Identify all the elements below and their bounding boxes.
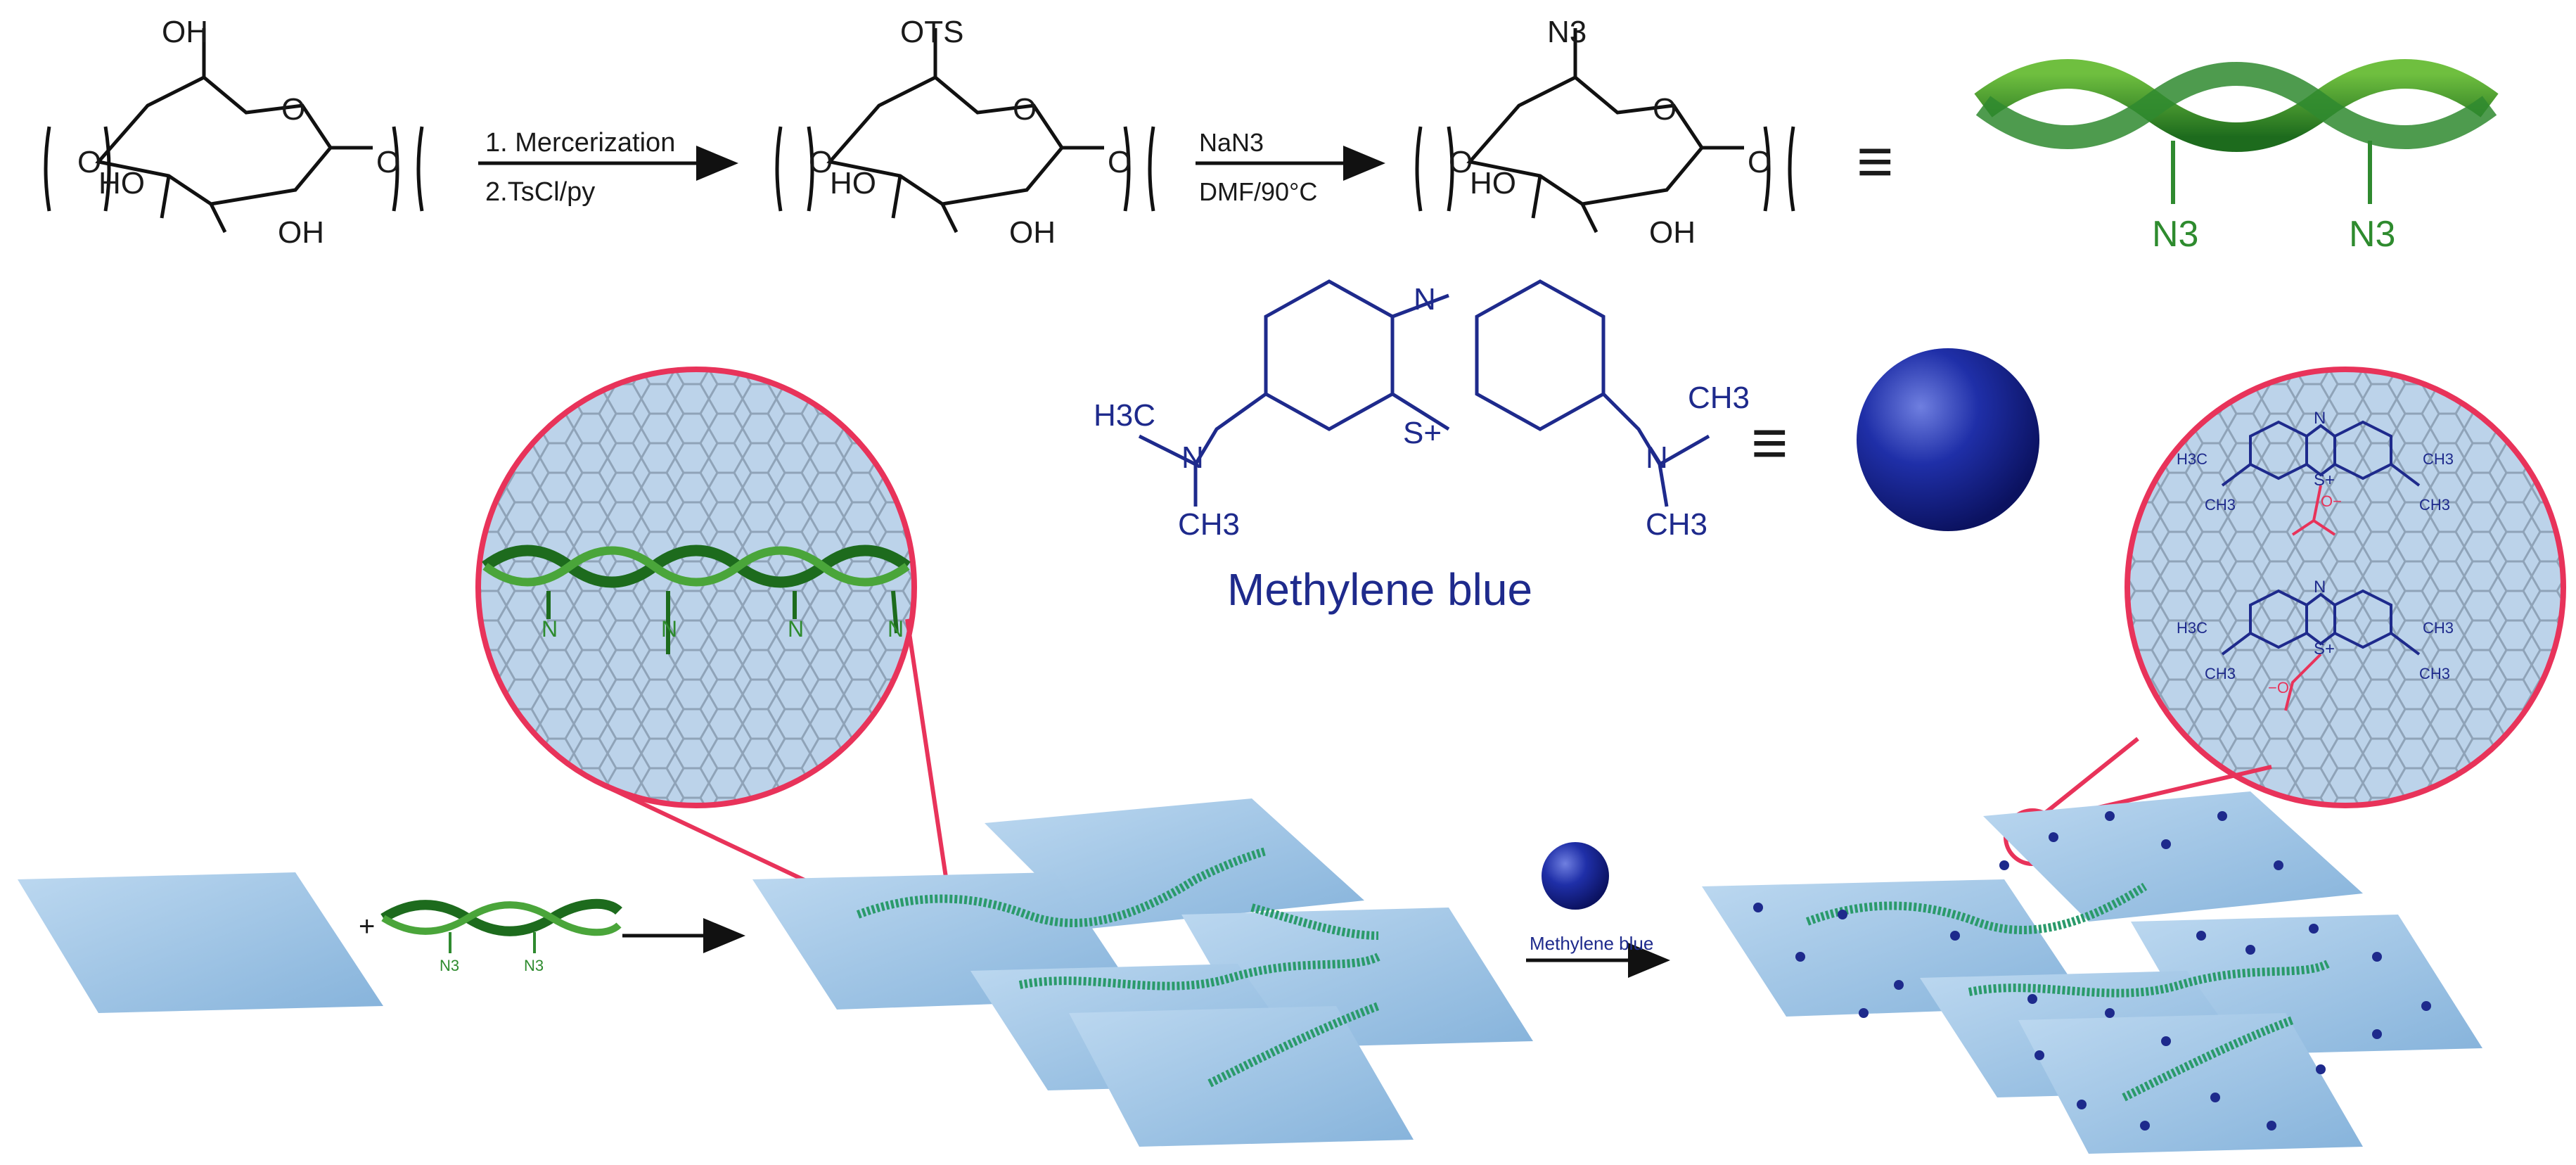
mb-n-right: N <box>1646 440 1668 475</box>
glucose-unit-3 <box>1415 28 1795 234</box>
zoom-right-top-h3c: H3C <box>2177 450 2207 468</box>
o-left-label-2: O <box>809 145 833 179</box>
step1-line2: 2.TsCl/py <box>485 177 595 207</box>
arrow-label-methylene-blue: Methylene blue <box>1530 933 1653 954</box>
zoom-right-bottom-ch3c: CH3 <box>2419 665 2450 682</box>
zoom-left-n-4: N <box>887 616 904 642</box>
ho-label-2: HO <box>830 166 876 200</box>
zoom-circle-left <box>475 367 917 808</box>
zoom-right-top-o: O− <box>2321 492 2342 510</box>
azido-cellulose-helix <box>1974 59 2499 204</box>
ring-o-label-2: O <box>1013 92 1037 127</box>
zoom-right-bottom-s: S+ <box>2314 639 2335 658</box>
oh-bottom-label-2: OH <box>1009 215 1056 250</box>
zoom-circle-right <box>2125 367 2566 808</box>
single-sheet <box>18 872 383 1013</box>
zoom-left-n-1: N <box>542 616 558 642</box>
zoom-right-bottom-h3c: H3C <box>2177 619 2207 637</box>
step1-line1: 1. Mercerization <box>485 128 675 158</box>
zoom-right-top-n: N <box>2314 409 2326 428</box>
small-helix-n3-1: N3 <box>440 957 459 974</box>
o-right-label: O <box>376 145 400 179</box>
stacked-sheets-right <box>1702 791 2482 1154</box>
o-right-label-3: O <box>1748 145 1771 179</box>
ring-o-label-3: O <box>1653 92 1677 127</box>
mb-h3c: H3C <box>1094 398 1155 433</box>
zoom-right-top-ch3a: CH3 <box>2205 496 2236 514</box>
zoom-right-top-ch3b: CH3 <box>2423 450 2454 468</box>
helix-n3-label-2: N3 <box>2349 214 2395 255</box>
zoom-left-n-2: N <box>661 616 677 642</box>
methylene-blue-title: Methylene blue <box>1227 564 1532 615</box>
o-left-label-3: O <box>1449 145 1473 179</box>
step2-line2: DMF/90°C <box>1199 177 1317 206</box>
zoom-left-n-3: N <box>788 616 804 642</box>
zoom-right-bottom-ch3a: CH3 <box>2205 665 2236 682</box>
ho-label-3: HO <box>1470 166 1516 200</box>
mb-n-top: N <box>1414 282 1436 317</box>
stacked-sheets-middle <box>752 798 1533 1147</box>
small-helix-n3-2: N3 <box>524 957 544 974</box>
methylene-blue-structure <box>1138 279 1710 507</box>
equivalence-symbol: ≡ <box>1857 127 1894 197</box>
zoom-right-bottom-o: −O <box>2268 679 2289 696</box>
mb-ch3-left: CH3 <box>1178 507 1240 542</box>
helix-n3-label-1: N3 <box>2152 214 2198 255</box>
plus-sign: + <box>359 911 375 942</box>
ho-label: HO <box>98 166 145 200</box>
n3-top-label: N3 <box>1547 15 1587 49</box>
oh-top-label: OH <box>162 15 208 49</box>
mb-equivalence-symbol: ≡ <box>1751 408 1788 478</box>
zoom-right-bottom-ch3b: CH3 <box>2423 619 2454 637</box>
adsorbed-dye-dots <box>1753 811 2431 1131</box>
mb-ch3-right-bottom: CH3 <box>1646 507 1707 542</box>
small-azido-helix <box>380 898 622 953</box>
step2-line1: NaN3 <box>1199 128 1264 157</box>
o-left-label: O <box>77 145 101 179</box>
zoom-right-bottom-n: N <box>2314 578 2326 597</box>
ots-label: OTS <box>900 15 963 49</box>
glucose-unit-2 <box>775 28 1155 234</box>
mb-s-plus: S+ <box>1403 416 1442 450</box>
oh-bottom-label-3: OH <box>1649 215 1696 250</box>
mb-n-left: N <box>1181 440 1204 475</box>
zoom-right-top-ch3c: CH3 <box>2419 496 2450 514</box>
o-right-label-2: O <box>1108 145 1132 179</box>
mb-ch3-right-top: CH3 <box>1688 381 1750 415</box>
zoom-right-top-s: S+ <box>2314 471 2335 490</box>
oh-bottom-label: OH <box>278 215 324 250</box>
glucose-unit-1 <box>44 28 424 234</box>
methylene-blue-sphere <box>1857 348 2039 531</box>
ring-o-label: O <box>281 92 305 127</box>
methylene-blue-reagent-sphere <box>1542 842 1609 910</box>
